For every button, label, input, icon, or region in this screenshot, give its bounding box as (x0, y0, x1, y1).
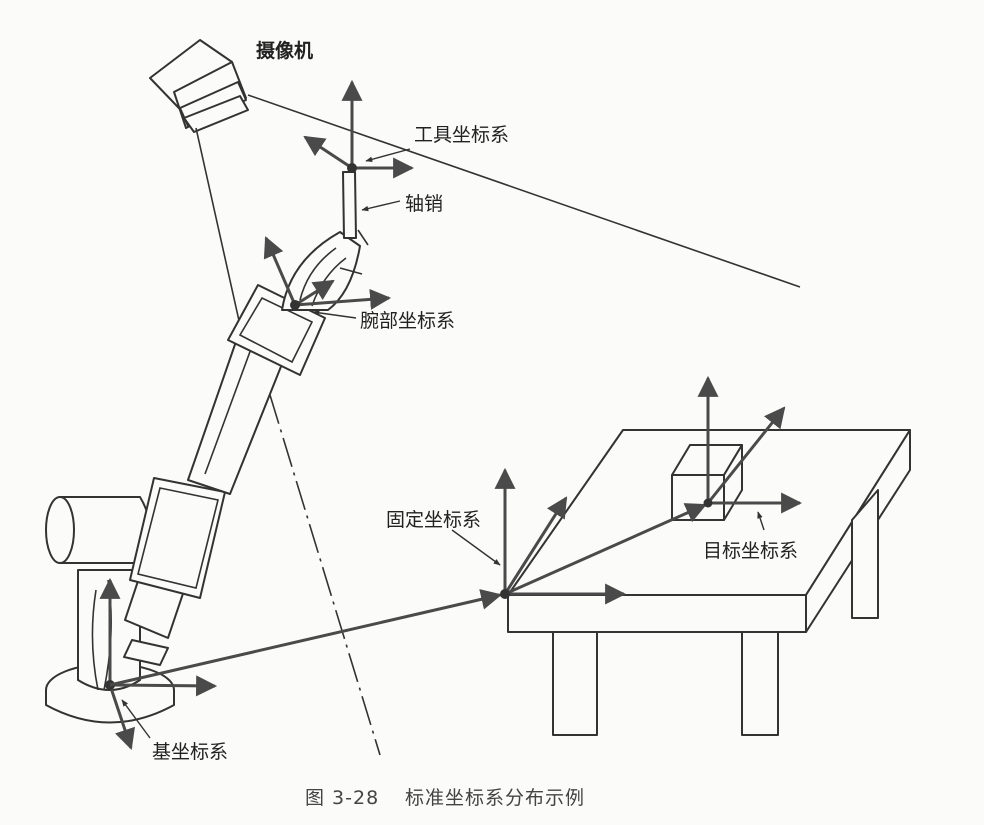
label-leaders (121, 148, 765, 739)
camera (149, 39, 249, 133)
label-fixed-frame: 固定坐标系 (386, 509, 481, 531)
figure-number: 图 3-28 (305, 787, 379, 809)
label-camera: 摄像机 (256, 39, 313, 62)
label-wrist-frame: 腕部坐标系 (360, 310, 455, 332)
tool-frame-axes (303, 79, 415, 179)
pin (342, 171, 357, 239)
figure-title: 标准坐标系分布示例 (405, 787, 585, 809)
base-to-fixed-vector (109, 589, 503, 687)
robot-wrist (227, 229, 369, 376)
label-tool-frame: 工具坐标系 (414, 124, 509, 146)
label-pin: 轴销 (405, 193, 443, 215)
tool-frame-origin (347, 163, 357, 173)
goal-frame-origin (703, 498, 713, 508)
fixed-frame-axes (494, 467, 707, 605)
wrist-frame-axes (263, 236, 392, 310)
wrist-frame-origin (290, 300, 300, 310)
label-goal-frame: 目标坐标系 (703, 540, 798, 562)
robot-lower-arm (123, 477, 226, 666)
label-base-frame: 基坐标系 (152, 741, 228, 763)
goal-frame-axes (697, 375, 803, 514)
base-frame-axes (99, 577, 218, 750)
fixed-frame-origin (500, 589, 510, 599)
